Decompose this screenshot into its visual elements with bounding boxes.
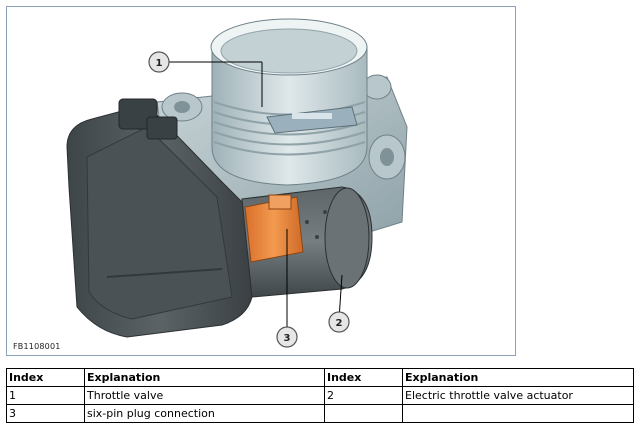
row-1-explanation-2: Electric throttle valve actuator — [402, 386, 634, 405]
header-explanation-2: Explanation — [402, 368, 634, 387]
row-1-index-2: 2 — [324, 386, 403, 405]
header-index-2: Index — [324, 368, 403, 387]
header-explanation-1: Explanation — [84, 368, 325, 387]
throttle-valve-throat — [210, 18, 368, 186]
callout-3-label: 3 — [284, 333, 291, 344]
callout-2: 2 — [328, 311, 350, 333]
callout-leaders — [169, 61, 343, 332]
six-pin-plug-connection — [244, 194, 304, 263]
row-2-explanation-2 — [402, 404, 634, 423]
legend-row: 1 Throttle valve 2 Electric throttle val… — [6, 386, 634, 405]
callout-1: 1 — [148, 51, 170, 73]
row-2-index-1: 3 — [6, 404, 85, 423]
figure-code: FB1108001 — [13, 342, 61, 351]
row-2-index-2 — [324, 404, 403, 423]
legend-row: 3 six-pin plug connection — [6, 404, 634, 423]
row-1-index-1: 1 — [6, 386, 85, 405]
header-index-1: Index — [6, 368, 85, 387]
row-1-explanation-1: Throttle valve — [84, 386, 325, 405]
throttle-body-illustration: 1 2 3 — [66, 18, 408, 348]
legend-table: Index Explanation Index Explanation 1 Th… — [6, 368, 634, 423]
throttle-body-figure: 1 2 3 FB1108001 — [6, 6, 516, 356]
callout-2-label: 2 — [336, 318, 343, 329]
row-2-explanation-1: six-pin plug connection — [84, 404, 325, 423]
actuator-cover — [66, 98, 253, 338]
callout-1-label: 1 — [156, 58, 163, 69]
legend-header-row: Index Explanation Index Explanation — [6, 368, 634, 387]
callout-3: 3 — [276, 326, 298, 348]
